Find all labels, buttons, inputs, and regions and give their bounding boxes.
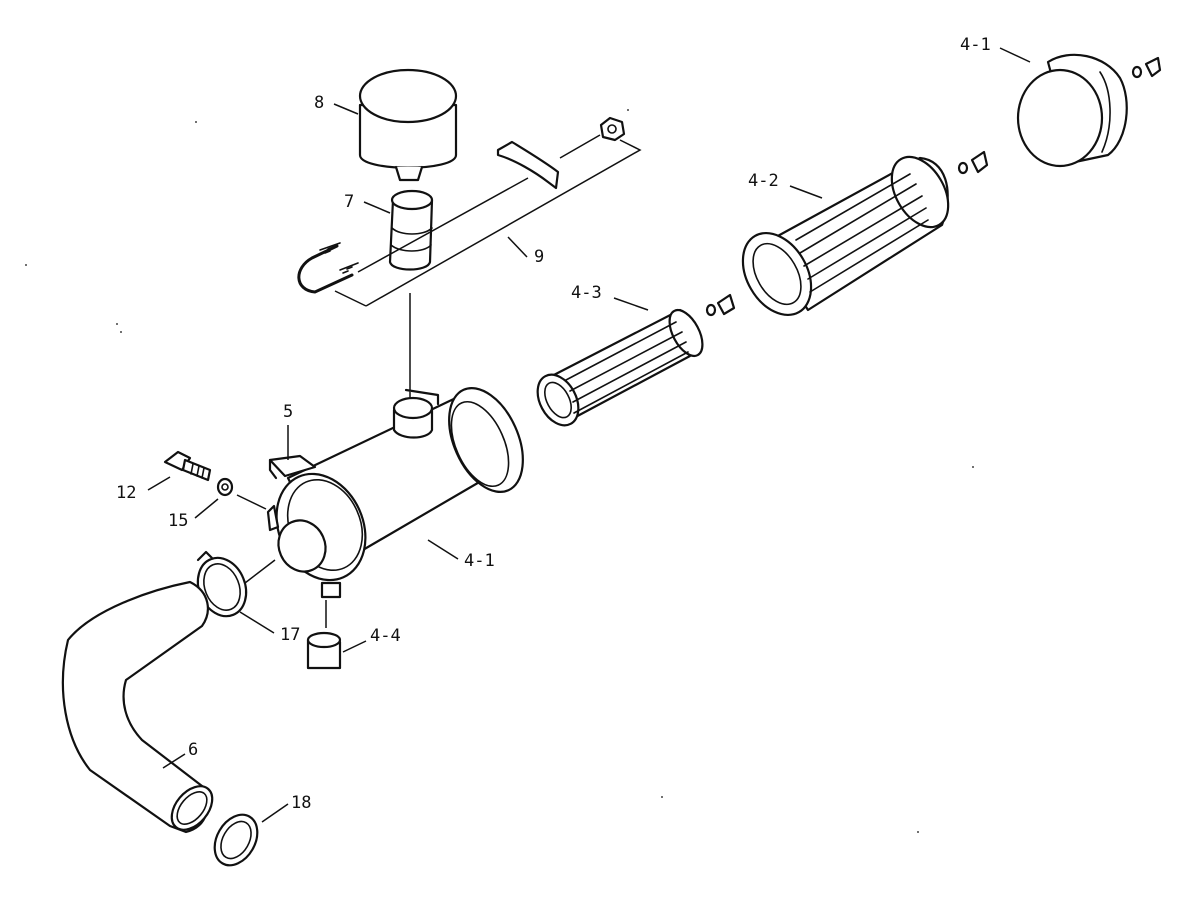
part-rain-cap: [358, 68, 458, 182]
part-dust-cup: [306, 631, 342, 670]
wing-nut-middle: [957, 150, 989, 175]
part-bolt: [163, 450, 212, 482]
leader-18: [261, 803, 289, 823]
scan-specks: [25, 109, 974, 833]
part-air-cleaner-housing: [275, 386, 524, 599]
label-7: 7: [344, 192, 354, 212]
part-hose-clamp-18: [213, 813, 259, 867]
label-4-1-top: 4-1: [960, 35, 991, 55]
leader-9-group: [334, 134, 642, 307]
part-u-bolt: [297, 242, 359, 294]
leader-4-3: [613, 297, 649, 311]
leader-4-1-top: [999, 47, 1031, 63]
leader-4-1-body: [427, 539, 459, 560]
part-hose: [61, 580, 214, 834]
label-4-2: 4-2: [748, 171, 779, 191]
part-outer-filter: [741, 155, 950, 317]
part-clamp-plate: [496, 140, 560, 190]
part-sleeve: [388, 189, 434, 271]
leader-15-fixing: [236, 494, 267, 510]
label-9: 9: [534, 247, 544, 267]
label-4-3: 4-3: [571, 283, 602, 303]
label-17: 17: [280, 625, 300, 645]
leader-9: [507, 236, 528, 258]
label-5: 5: [283, 402, 293, 422]
leader-12: [147, 476, 171, 491]
label-6: 6: [188, 740, 198, 760]
leader-4-4: [342, 640, 367, 653]
wing-nut-top: [1131, 56, 1162, 79]
label-15: 15: [168, 511, 188, 531]
label-4-1-body: 4-1: [464, 551, 495, 571]
part-inner-filter: [536, 308, 704, 427]
label-4-4: 4-4: [370, 626, 401, 646]
label-12: 12: [116, 483, 136, 503]
leader-15: [194, 498, 219, 519]
wing-nut-inner: [705, 293, 736, 317]
part-bracket: [266, 454, 317, 532]
leader-17-axis: [244, 559, 276, 584]
part-nut: [599, 116, 626, 142]
leader-4-2: [789, 185, 823, 199]
leader-6: [162, 753, 186, 769]
label-8: 8: [314, 93, 324, 113]
part-hose-clamp-17: [196, 550, 248, 618]
part-end-cap: [1016, 53, 1128, 168]
leader-17: [239, 611, 275, 634]
leader-7: [363, 201, 391, 214]
part-washer: [216, 477, 234, 497]
label-18: 18: [291, 793, 311, 813]
leader-8: [333, 103, 359, 115]
